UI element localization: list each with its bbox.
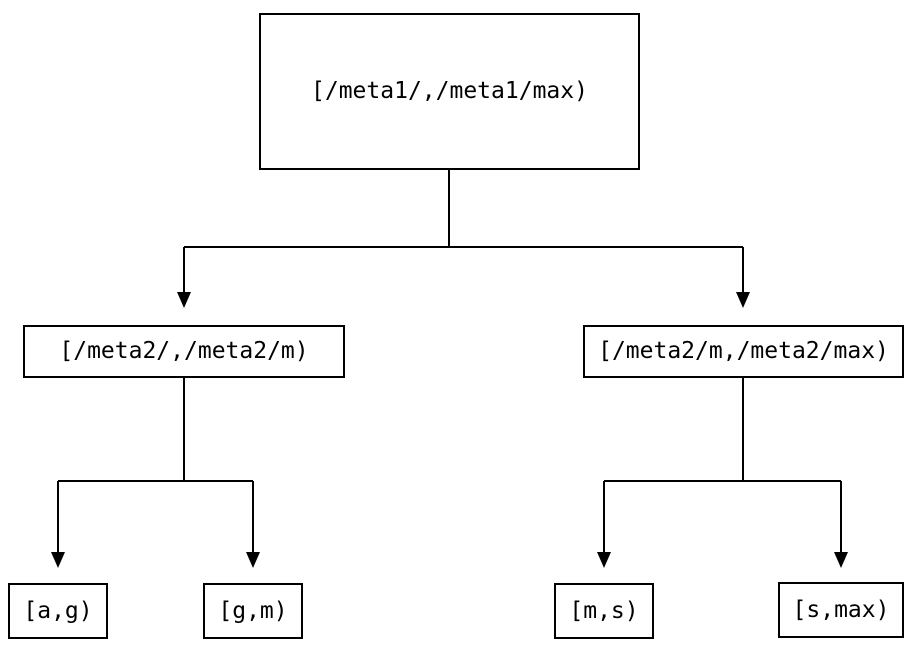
node-leaf-s-max: [s,max) [778,582,904,638]
arrow-down-icon [736,292,750,308]
node-meta2-right-range: [/meta2/m,/meta2/max) [583,325,904,378]
edge-root-to-children [177,170,750,308]
node-leaf-m-s: [m,s) [554,583,654,639]
node-root-meta1-range: [/meta1/,/meta1/max) [259,13,640,170]
edge-left-to-leaves [51,378,260,568]
node-leaf-a-g: [a,g) [8,583,108,639]
arrow-down-icon [177,292,191,308]
arrow-down-icon [597,552,611,568]
arrow-down-icon [51,552,65,568]
arrow-down-icon [246,552,260,568]
node-leaf-g-m: [g,m) [203,583,303,639]
edge-right-to-leaves [597,378,848,568]
node-meta2-left-range: [/meta2/,/meta2/m) [23,325,345,378]
arrow-down-icon [834,552,848,568]
